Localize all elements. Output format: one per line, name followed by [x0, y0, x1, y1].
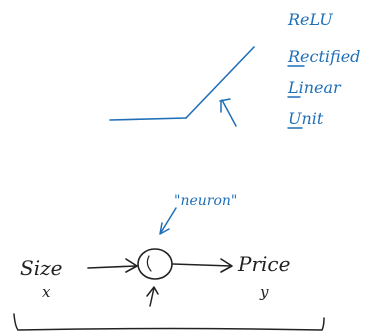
- output-variable: y: [259, 283, 269, 301]
- neuron-up-arrow: [146, 286, 159, 307]
- relu-pointer-arrow: [219, 98, 237, 127]
- relu-linear-segment: [185, 46, 255, 119]
- output-arrow: [172, 258, 233, 273]
- relu-graph: [109, 46, 255, 127]
- network-diagram: Size x Price y: [13, 248, 325, 331]
- neuron-label: "neuron": [174, 193, 237, 209]
- output-label: Price: [237, 252, 290, 276]
- input-label: Size: [20, 256, 62, 280]
- relu-line-linear: Linear: [287, 78, 342, 97]
- relu-flat-segment: [109, 117, 187, 121]
- relu-line-rectified: Rectified: [287, 47, 360, 66]
- relu-title: ReLU: [287, 10, 333, 29]
- neuron-inner-mark: [146, 255, 152, 272]
- input-variable: x: [42, 283, 51, 301]
- input-arrow: [87, 258, 138, 273]
- neuron-pointer-arrow: [159, 207, 177, 235]
- bracket: [13, 313, 325, 331]
- relu-note: ReLU Rectified Linear Unit: [287, 10, 360, 129]
- neuron-node: [137, 248, 173, 280]
- relu-line-unit: Unit: [288, 109, 324, 128]
